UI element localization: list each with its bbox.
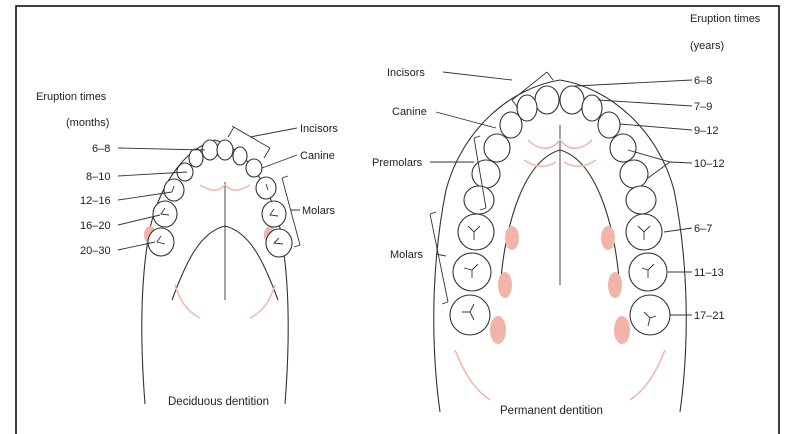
deciduous-gum-lower-right [250,285,275,318]
permanent-tooth-premolar-right-2 [620,160,648,188]
deciduous-time-5: 20–30 [80,245,111,257]
permanent-label-canine: Canine [392,106,427,118]
deciduous-tooth-molar-right-1 [256,177,276,199]
deciduous-arch: Eruption times (months) 6–8 8–10 12–16 1… [36,91,338,408]
deciduous-heading-line2: (months) [66,117,109,129]
deciduous-tooth-molar-left-3 [148,228,174,256]
deciduous-canine-leader [262,155,297,168]
permanent-label-molars: Molars [390,249,424,261]
deciduous-heading-line1: Eruption times [36,91,107,103]
deciduous-time-3: 12–16 [80,195,111,207]
permanent-tooth-premolar-left-2 [472,160,500,188]
permanent-heading-line2: (years) [690,40,724,52]
permanent-tooth-lateral-incisor-right [582,95,602,121]
permanent-tooth-molar-left-3 [450,295,490,335]
permanent-time-5: 6–7 [694,223,712,235]
deciduous-label-molars: Molars [302,205,336,217]
deciduous-tooth-canine-right [246,159,262,177]
deciduous-gum-lower-left [175,285,200,318]
permanent-gum-right-1 [601,226,615,250]
deciduous-tooth-molar-right-3 [266,229,292,257]
permanent-molars-bracket [430,212,448,304]
permanent-time-7: 17–21 [694,310,725,322]
deciduous-time-2: 8–10 [86,171,110,183]
permanent-time-6: 11–13 [694,267,724,279]
deciduous-tooth-molar-right-2 [262,201,286,227]
deciduous-label-canine: Canine [300,150,335,162]
deciduous-tooth-incisor-left-2 [189,149,203,167]
permanent-label-premolars: Premolars [372,157,423,169]
deciduous-time-1: 6–8 [92,143,110,155]
permanent-time-2: 7–9 [694,101,712,113]
permanent-gum-left-3 [490,316,506,344]
permanent-time-4: 10–12 [694,158,725,170]
permanent-tooth-molar-left-1 [458,214,494,250]
permanent-gum-lower-right [630,350,665,400]
permanent-time-1: 6–8 [694,75,712,87]
deciduous-tooth-molar-left-2 [153,201,177,227]
permanent-caption: Permanent dentition [500,405,603,417]
deciduous-caption: Deciduous dentition [168,396,269,408]
permanent-tooth-central-incisor-left [535,86,559,114]
permanent-gum-left-1 [505,226,519,250]
permanent-gum-right-3 [614,316,630,344]
permanent-tooth-canine-right [598,112,620,138]
deciduous-label-incisors: Incisors [300,123,338,135]
permanent-tooth-premolar-right-3 [626,186,656,214]
deciduous-time-4: 16–20 [80,220,111,232]
deciduous-tooth-incisor-right-2 [233,147,247,165]
deciduous-tooth-incisor-right-1 [217,140,233,160]
permanent-heading-line1: Eruption times [690,13,761,25]
permanent-canine-leader [436,112,496,128]
permanent-tooth-premolar-right-1 [610,134,636,162]
permanent-tooth-premolar-left-1 [484,134,510,162]
permanent-arch: Eruption times (years) 6–8 7–9 9–12 10–1… [372,13,761,417]
permanent-label-incisors: Incisors [387,67,425,79]
deciduous-tooth-molar-left-1 [164,179,184,201]
permanent-tooth-molar-right-3 [630,295,670,335]
permanent-tooth-canine-left [500,112,522,138]
permanent-gum-left-2 [498,272,512,298]
permanent-gum-lower-left [455,350,490,400]
permanent-gum-right-2 [608,272,622,298]
permanent-tooth-premolar-left-3 [464,186,494,214]
permanent-time-3: 9–12 [694,125,718,137]
permanent-tooth-central-incisor-right [560,86,584,114]
